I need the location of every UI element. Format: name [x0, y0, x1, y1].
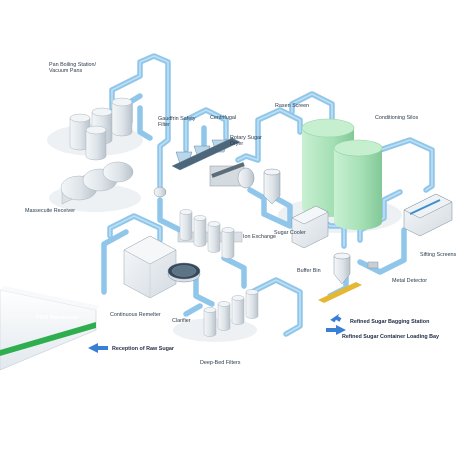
- label-gaudfrin-line1: Gaudfrin Safety: [158, 116, 196, 122]
- label-refined-sugar-container-loading-bay: Refined Sugar Container Loading Bay: [342, 334, 440, 340]
- label-deep-bed-filters: Deep-Bed Filters: [200, 360, 241, 366]
- label-refined-sugar-bagging-station: Refined Sugar Bagging Station: [350, 319, 430, 325]
- label-buffer-bin: Buffer Bin: [297, 268, 321, 274]
- label-metal-detector: Metal Detector: [392, 278, 428, 284]
- sugar-cooler: [291, 205, 329, 249]
- label-gaudfrin-safety-filter: Gaudfrin Safety Filter: [158, 116, 195, 129]
- label-sifting-screens: Sifting Screens: [420, 252, 457, 258]
- label-pws-warehouse: PWS Warehouse: [36, 315, 79, 321]
- label-pan-boiling-station: Pan Boiling Station/ Vacuum Pans: [49, 62, 96, 75]
- label-clarifier: Clarifier: [172, 318, 191, 324]
- massecuite-receiver: [60, 161, 134, 205]
- ion-exchange: [177, 209, 243, 259]
- flow-arrows: [88, 313, 346, 353]
- label-rotary-line2: Dryer: [230, 141, 244, 148]
- label-gaudfrin-line2: Filter: [158, 122, 170, 129]
- label-conditioning-silos: Conditioning Silos: [375, 115, 419, 121]
- centrifugals: [171, 137, 241, 171]
- label-ion-exchange: Ion Exchange: [243, 234, 276, 240]
- label-massecuite-receiver: Massecuite Receiver: [25, 208, 76, 214]
- clarifier: [167, 262, 201, 283]
- label-rasen-screen: Rasen Screen: [275, 103, 310, 109]
- label-pan-boiling-line2: Vacuum Pans: [49, 68, 83, 75]
- label-rotary-sugar-dryer: Rotary Sugar Dryer: [230, 135, 262, 148]
- gaudfrin-filter: [153, 186, 167, 198]
- sifting-screens: [403, 193, 453, 237]
- label-pan-boiling-line1: Pan Boiling Station/: [49, 62, 97, 68]
- metal-detector: [318, 261, 379, 303]
- conditioning-silos: [301, 118, 383, 230]
- rasen-screen: [263, 168, 281, 205]
- label-centrifugal: Centrifugal: [210, 115, 237, 121]
- deep-bed-filters: [203, 289, 259, 337]
- pws-warehouse: [0, 286, 100, 371]
- label-continuous-remelter: Continuous Remelter: [110, 312, 161, 318]
- vacuum-pans: [69, 97, 133, 161]
- buffer-bin: [333, 252, 351, 285]
- continuous-remelter: [123, 235, 177, 299]
- label-reception-of-raw-sugar: Reception of Raw Sugar: [112, 346, 175, 352]
- rotary-dryer: [209, 162, 255, 189]
- label-rotary-line1: Rotary Sugar: [230, 135, 262, 141]
- label-sugar-cooler: Sugar Cooler: [274, 230, 306, 236]
